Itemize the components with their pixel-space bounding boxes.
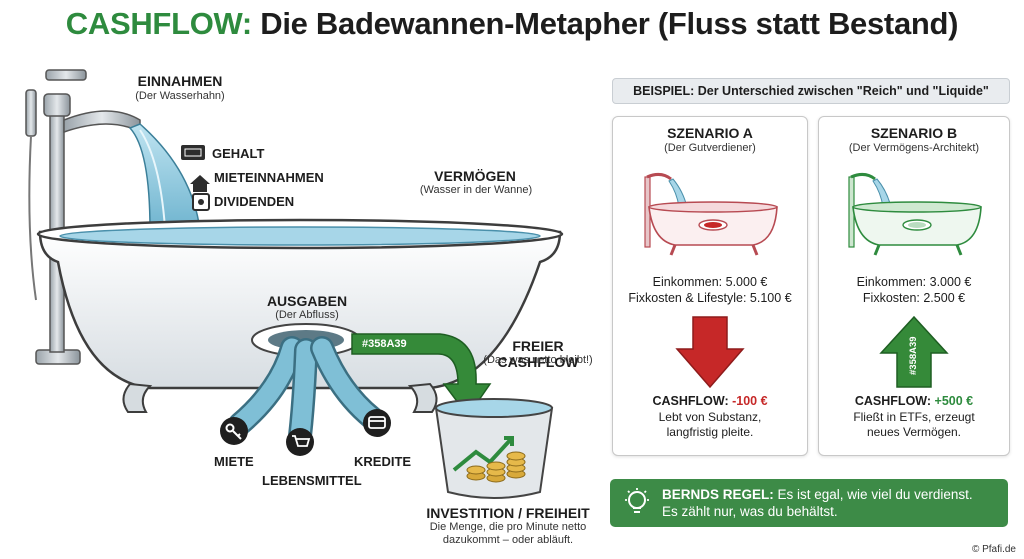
scenario-a-desc1: Lebt von Substanz, — [658, 410, 762, 424]
scenario-b-cashflow-label: CASHFLOW: — [854, 394, 932, 408]
scenario-b-costs: Fixkosten: 2.500 € — [862, 291, 966, 305]
investment-bucket — [434, 398, 554, 499]
shopping-cart-icon — [286, 428, 314, 456]
scenario-a-sub: (Der Gutverdiener) — [664, 142, 756, 154]
rule-line2: Es zählt nur, was du behältst. — [662, 504, 838, 519]
scenario-b-income: Einkommen: 3.000 € — [856, 275, 972, 289]
credit-card-icon — [363, 409, 391, 437]
title-highlight: CASHFLOW: — [65, 6, 252, 41]
scenario-b-sub: (Der Vermögens-Architekt) — [848, 142, 980, 154]
income-sub: (Der Wasserhahn) — [135, 90, 225, 102]
scenario-a-card: SZENARIO A (Der Gutverdiener) Einkommen:… — [612, 116, 808, 456]
arrow-down-icon — [675, 316, 745, 389]
scenario-b-cashflow-value: +500 € — [934, 394, 974, 408]
scenario-b-tub-icon — [848, 172, 982, 256]
scenario-b-arrow-code: #358A39 — [908, 336, 919, 375]
scenario-b-title: SZENARIO B — [870, 125, 958, 141]
free-cashflow-sub: (Das was netto bleibt!) — [483, 354, 593, 366]
expenses-label: AUSGABEN — [266, 293, 348, 309]
expense-item-rent: MIETE — [214, 454, 254, 469]
tub-water — [59, 226, 541, 246]
income-item-rent: MIETEINNAHMEN — [214, 170, 324, 185]
scenario-a-title: SZENARIO A — [667, 125, 753, 141]
assets-label: VERMÖGEN — [434, 168, 516, 184]
water-stream — [128, 123, 201, 231]
credit: © Pfafi.de — [971, 544, 1016, 555]
income-item-salary: GEHALT — [212, 146, 265, 161]
investment-text-line1: Die Menge, die pro Minute netto — [429, 521, 587, 533]
scenario-a-income: Einkommen: 5.000 € — [652, 275, 768, 289]
page-title: CASHFLOW: Die Badewannen-Metapher (Fluss… — [0, 6, 1024, 42]
rule-bold: BERNDS REGEL: — [662, 487, 774, 502]
rule-line1: Es ist egal, wie viel du verdienst. — [777, 487, 973, 502]
arrow-up-icon — [879, 315, 949, 388]
bathtub-illustration — [25, 69, 564, 499]
scenario-a-tub-icon — [644, 172, 778, 256]
assets-sub: (Wasser in der Wanne) — [419, 184, 533, 196]
scenario-b-card: SZENARIO B (Der Vermögens-Architekt) Ein… — [818, 116, 1010, 456]
house-icon — [190, 175, 210, 192]
free-cashflow-arrow-code: #358A39 — [362, 338, 407, 350]
lightbulb-icon — [625, 488, 649, 513]
rule-box: BERNDS REGEL: Es ist egal, wie viel du v… — [610, 479, 1008, 527]
scenario-a-cashflow-value: -100 € — [732, 394, 768, 408]
scenario-a-desc2: langfristig pleite. — [666, 425, 754, 439]
title-text: Die Badewannen-Metapher (Fluss statt Bes… — [260, 6, 959, 41]
income-label: EINNAHMEN — [137, 73, 223, 89]
scenario-a-cashflow-label: CASHFLOW: — [652, 394, 729, 408]
expense-item-groceries: LEBENSMITTEL — [262, 473, 362, 488]
scenario-a-costs: Fixkosten & Lifestyle: 5.100 € — [628, 291, 792, 305]
investment-text-line2: dazukommt – oder abläuft. — [442, 534, 574, 546]
investment-label: INVESTITION / FREIHEIT — [426, 505, 590, 521]
income-item-dividends: DIVIDENDEN — [214, 194, 295, 209]
free-cashflow-label: FREIER CASHFLOW — [497, 338, 579, 370]
example-header: BEISPIEL: Der Unterschied zwischen "Reic… — [612, 78, 1010, 104]
expenses-sub: (Der Abfluss) — [275, 309, 339, 321]
scenario-b-desc2: neues Vermögen. — [866, 425, 962, 439]
scenario-b-desc1: Fließt in ETFs, erzeugt — [853, 410, 975, 424]
expense-item-loans: KREDITE — [354, 454, 412, 469]
